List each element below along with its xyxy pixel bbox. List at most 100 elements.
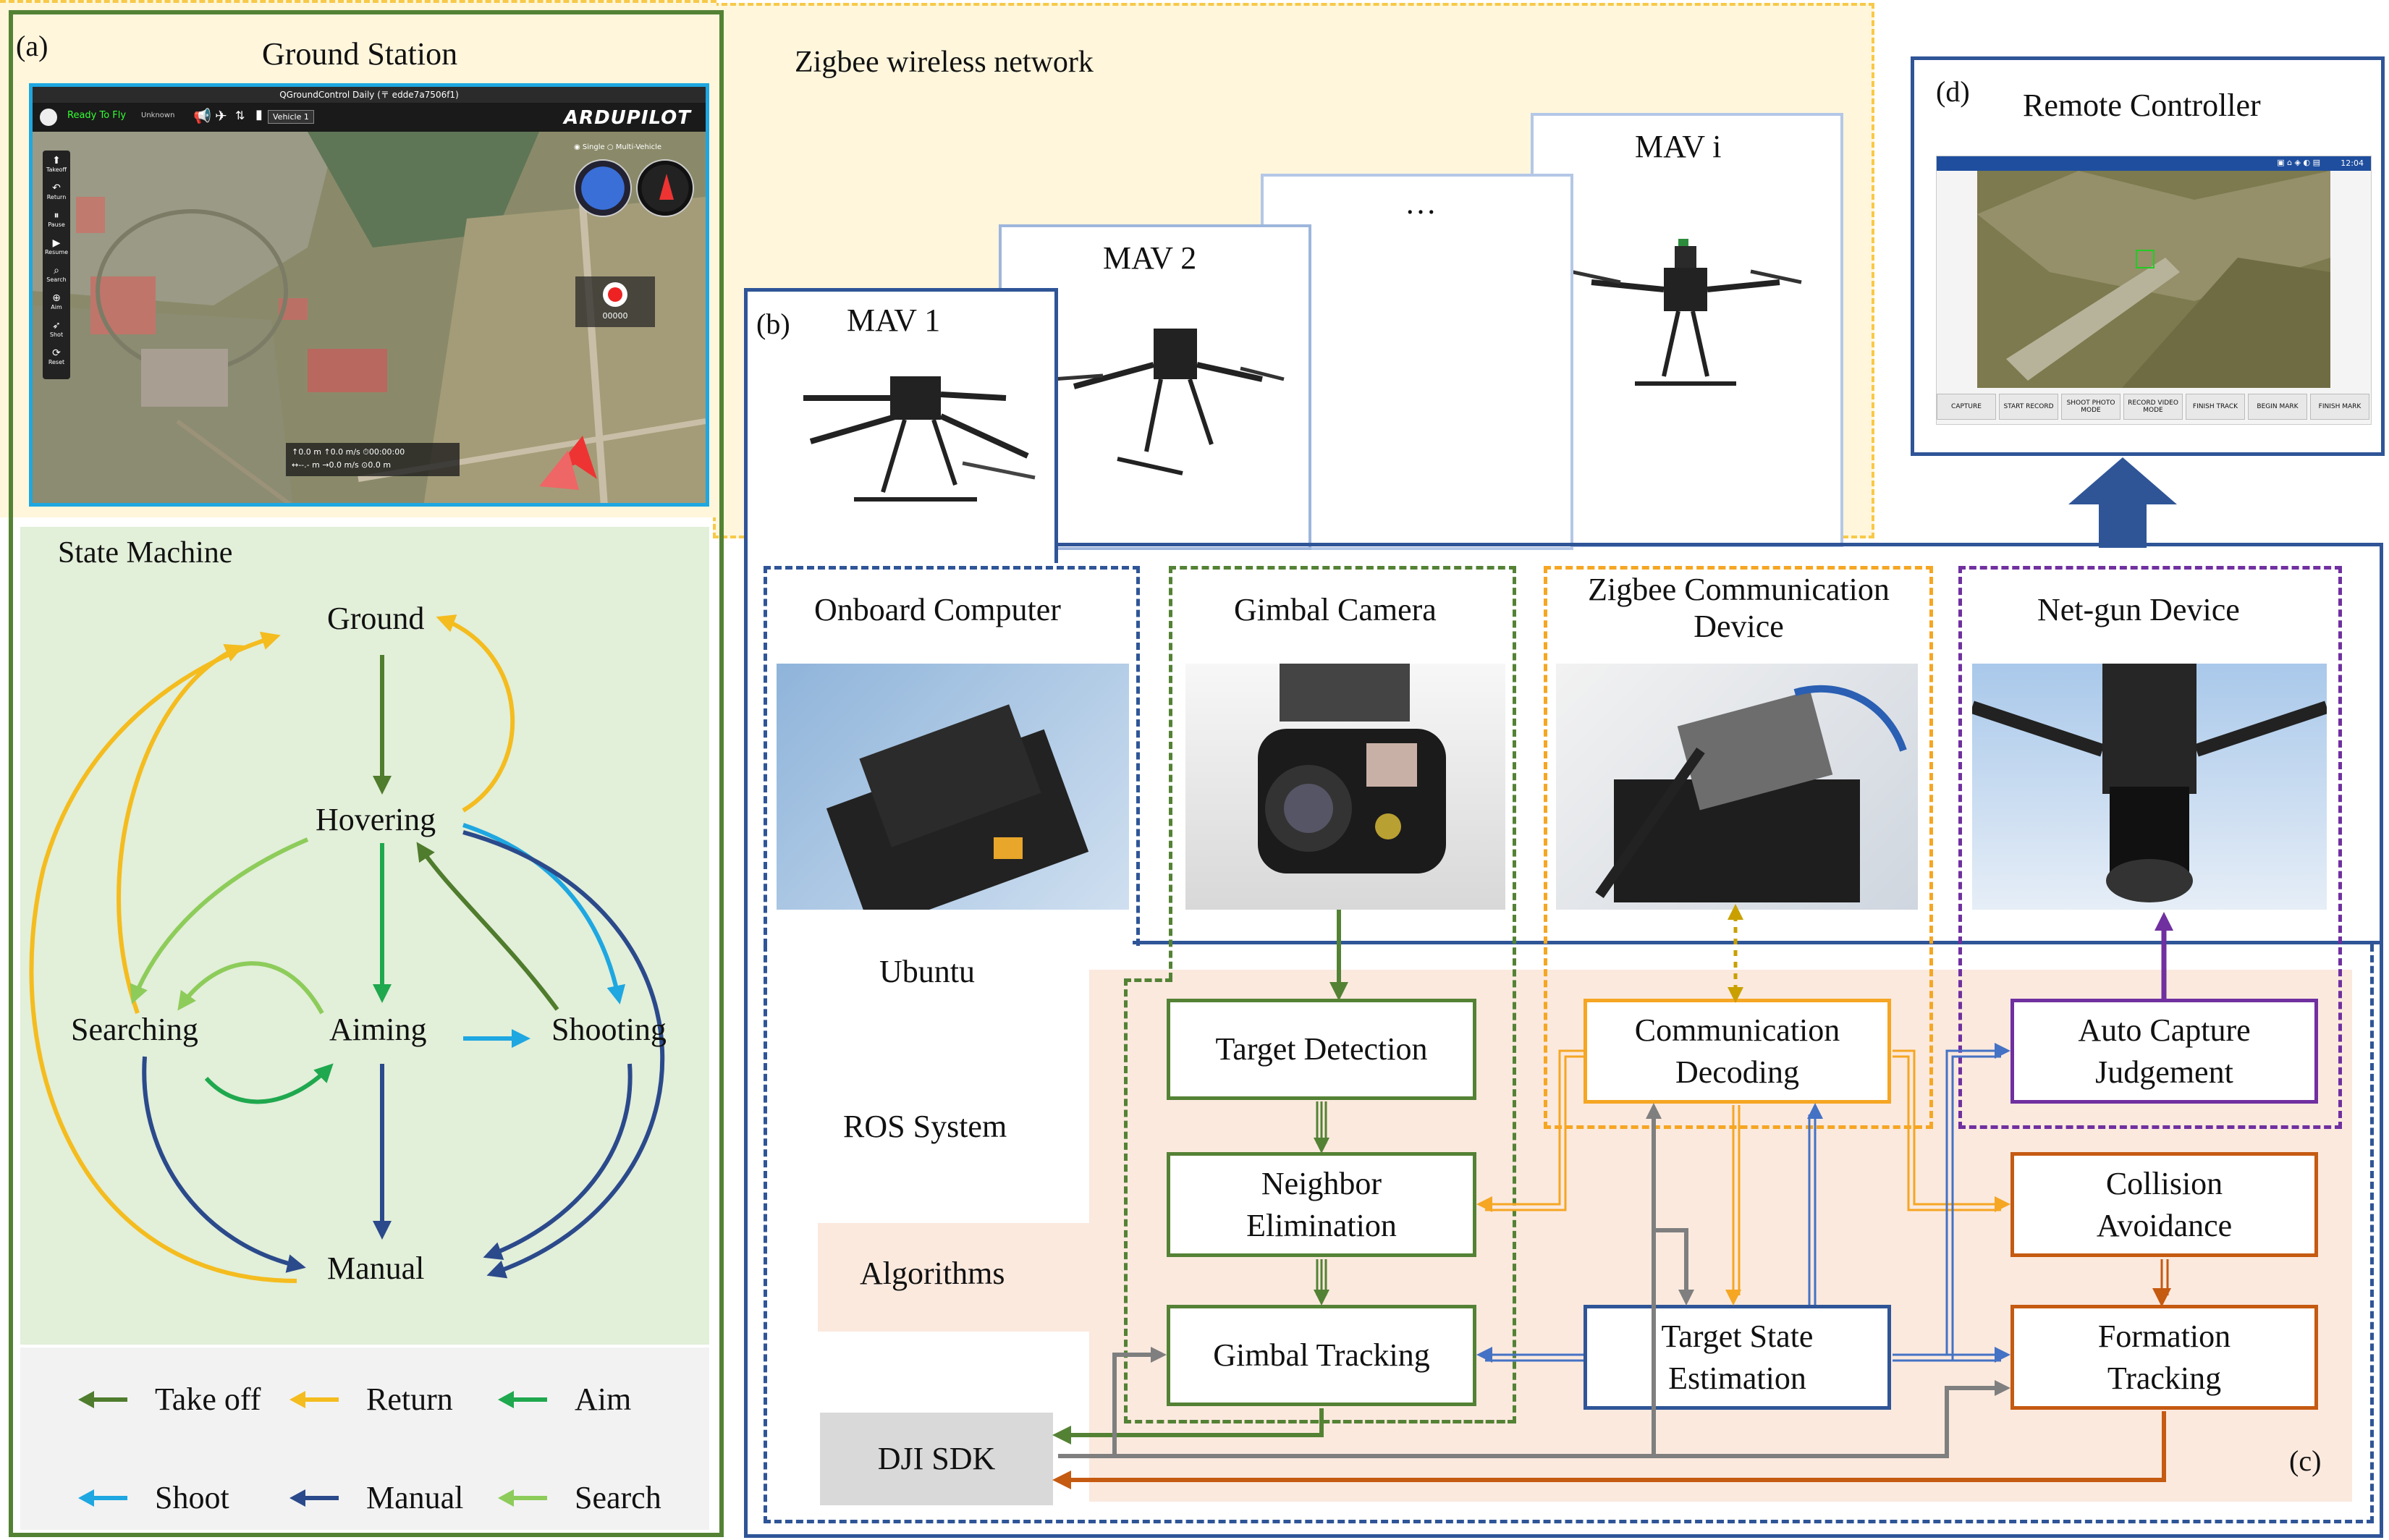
state-machine-title: State Machine bbox=[58, 536, 233, 570]
takeoff-tool[interactable]: ⬆Takeoff bbox=[43, 155, 70, 173]
gimbal-camera-frame-step bbox=[1124, 978, 1172, 982]
multi-mode-label: Multi-Vehicle bbox=[615, 143, 662, 151]
pause-label: Pause bbox=[48, 221, 65, 228]
legend-search-arrow-icon bbox=[498, 1489, 547, 1507]
gps-status[interactable]: Unknown bbox=[141, 111, 175, 119]
search-arrow bbox=[130, 837, 309, 1004]
legend-search: Search bbox=[498, 1479, 661, 1516]
rc-status-bar: ▣ ⌂ ◈ ◐ ▤ 12:04 bbox=[1937, 156, 2371, 171]
target-detection-box: Target Detection bbox=[1167, 999, 1476, 1100]
legend-takeoff-arrow-icon bbox=[78, 1390, 127, 1408]
target-state-estimation-label: Target State Estimation bbox=[1661, 1319, 1814, 1396]
signal-icon[interactable]: ⇅ bbox=[235, 109, 245, 122]
search-tool[interactable]: ⌕Search bbox=[43, 265, 70, 283]
return-tool[interactable]: ↶Return bbox=[43, 182, 70, 200]
state-shooting: Shooting bbox=[551, 1012, 667, 1047]
state-manual: Manual bbox=[327, 1251, 425, 1286]
single-mode-label: Single bbox=[582, 143, 605, 151]
panel-d-label: (d) bbox=[1936, 75, 1970, 108]
auto-capture-judgement-label: Auto Capture Judgement bbox=[2078, 1012, 2251, 1090]
aim-tool[interactable]: ⊕Aim bbox=[43, 292, 70, 310]
return-arrow-searching bbox=[117, 644, 245, 1014]
drone-icon[interactable]: ✈ bbox=[215, 107, 227, 124]
shoot-photo-mode-button[interactable]: SHOOT PHOTO MODE bbox=[2061, 394, 2120, 420]
reset-icon: ⟳ bbox=[52, 347, 61, 359]
communication-decoding-label: Communication Decoding bbox=[1634, 1012, 1840, 1090]
state-ground: Ground bbox=[327, 601, 425, 636]
mav-dots-card: … bbox=[1261, 174, 1573, 550]
panel-c-label: (c) bbox=[2289, 1444, 2322, 1477]
state-aiming: Aiming bbox=[329, 1012, 427, 1047]
crosshair-icon: ⊕ bbox=[52, 292, 61, 304]
net-gun-title: Net-gun Device bbox=[2037, 592, 2240, 627]
panel-b-frame bbox=[744, 543, 2383, 1538]
legend-takeoff: Take off bbox=[78, 1381, 261, 1418]
legend-manual-arrow-icon bbox=[289, 1489, 339, 1507]
decoding-to-neighbor-arrow-2 bbox=[1485, 1055, 1583, 1211]
record-button[interactable] bbox=[603, 282, 627, 307]
compass-icon bbox=[636, 159, 694, 217]
ros-label: ROS System bbox=[843, 1109, 1007, 1144]
target-state-estimation-box: Target State Estimation bbox=[1583, 1305, 1891, 1410]
telemetry-line-1: ↑0.0 m ↑0.0 m/s ⏱00:00:00 bbox=[292, 447, 405, 457]
algorithms-peach-tab bbox=[818, 1223, 1093, 1332]
resume-tool[interactable]: ▶Resume bbox=[43, 237, 70, 255]
zigbee-device-title: Zigbee Communication Device bbox=[1588, 572, 1890, 644]
ground-station-screenshot: QGroundControl Daily (〒 edde7a7506f1) Re… bbox=[29, 83, 709, 507]
reset-tool[interactable]: ⟳Reset bbox=[43, 347, 70, 365]
panel-c-frame bbox=[764, 944, 2374, 1523]
sdk-to-gimbal-arrow bbox=[1112, 1347, 1167, 1456]
multi-radio-icon[interactable]: ○ bbox=[606, 143, 614, 151]
legend-aim: Aim bbox=[498, 1381, 631, 1418]
finish-track-button[interactable]: FINISH TRACK bbox=[2186, 394, 2245, 420]
rc-button-row: CAPTURE START RECORD SHOOT PHOTO MODE RE… bbox=[1937, 394, 2369, 420]
collision-avoidance-label: Collision Avoidance bbox=[2096, 1166, 2233, 1243]
dji-sdk-label: DJI SDK bbox=[877, 1441, 996, 1477]
resume-icon: ▶ bbox=[52, 237, 61, 249]
qgc-tool-strip: ⬆Takeoff ↶Return ⏸Pause ▶Resume ⌕Search … bbox=[43, 151, 70, 379]
legend-return-arrow-icon bbox=[289, 1390, 339, 1408]
communication-decoding-box: Communication Decoding bbox=[1583, 999, 1891, 1104]
legend-return: Return bbox=[289, 1381, 453, 1418]
capture-button[interactable]: CAPTURE bbox=[1937, 394, 1996, 420]
formation-to-sdk-arrow bbox=[1052, 1411, 2166, 1489]
auto-capture-judgement-box: Auto Capture Judgement bbox=[2010, 999, 2318, 1104]
dji-sdk-box: DJI SDK bbox=[820, 1413, 1053, 1505]
record-video-mode-button[interactable]: RECORD VIDEO MODE bbox=[2123, 394, 2183, 420]
mav-i-drone-image bbox=[1569, 239, 1802, 386]
mav-1-label: MAV 1 bbox=[847, 302, 941, 338]
sdk-to-formation-arrow bbox=[1654, 1380, 2010, 1458]
gimbal-to-sdk-arrow bbox=[1052, 1408, 1324, 1444]
telemetry-line-2: ↔--.- m →0.0 m/s ⊙0.0 m bbox=[292, 460, 392, 470]
algorithms-label: Algorithms bbox=[860, 1256, 1005, 1291]
shot-tool[interactable]: ➶Shot bbox=[43, 320, 70, 338]
formation-tracking-label: Formation Tracking bbox=[2097, 1319, 2231, 1396]
takeoff-icon: ⬆ bbox=[52, 155, 61, 166]
decoding-to-collision-arrow-2 bbox=[1893, 1055, 2001, 1211]
remote-controller-title: Remote Controller bbox=[2023, 88, 2261, 123]
megaphone-icon[interactable]: 📢 bbox=[193, 107, 211, 124]
manual-arrow-shooting bbox=[483, 1063, 633, 1260]
qgc-logo-icon[interactable] bbox=[40, 109, 57, 126]
sdk-to-state-arrow-2 bbox=[1654, 1228, 1694, 1306]
zigbee-network-label: Zigbee wireless network bbox=[795, 46, 1094, 79]
ready-status[interactable]: Ready To Fly bbox=[67, 110, 127, 121]
neighbor-elimination-box: Neighbor Elimination bbox=[1167, 1152, 1476, 1257]
finish-mark-button[interactable]: FINISH MARK bbox=[2310, 394, 2369, 420]
legend-return-label: Return bbox=[366, 1382, 453, 1417]
legend-takeoff-label: Take off bbox=[155, 1382, 261, 1417]
rc-video-feed[interactable] bbox=[1977, 171, 2330, 388]
vehicle-selector[interactable]: Vehicle 1 bbox=[268, 110, 314, 124]
telemetry-panel: ↑0.0 m ↑0.0 m/s ⏱00:00:00 ↔--.- m →0.0 m… bbox=[286, 443, 460, 476]
pause-tool[interactable]: ⏸Pause bbox=[43, 210, 70, 228]
start-record-button[interactable]: START RECORD bbox=[1999, 394, 2058, 420]
onboard-computer-photo bbox=[777, 664, 1129, 910]
single-radio-icon[interactable]: ◉ bbox=[574, 143, 580, 151]
zigbee-device-photo bbox=[1556, 664, 1918, 910]
begin-mark-button[interactable]: BEGIN MARK bbox=[2248, 394, 2307, 420]
battery-icon[interactable]: ▮ bbox=[255, 107, 263, 122]
vehicle-mode-toggle[interactable]: ◉ Single ○ Multi-Vehicle bbox=[574, 143, 661, 151]
legend-manual-label: Manual bbox=[366, 1480, 464, 1515]
uplink-arrow-icon bbox=[2068, 457, 2177, 548]
panel-a-frame bbox=[9, 10, 724, 1537]
